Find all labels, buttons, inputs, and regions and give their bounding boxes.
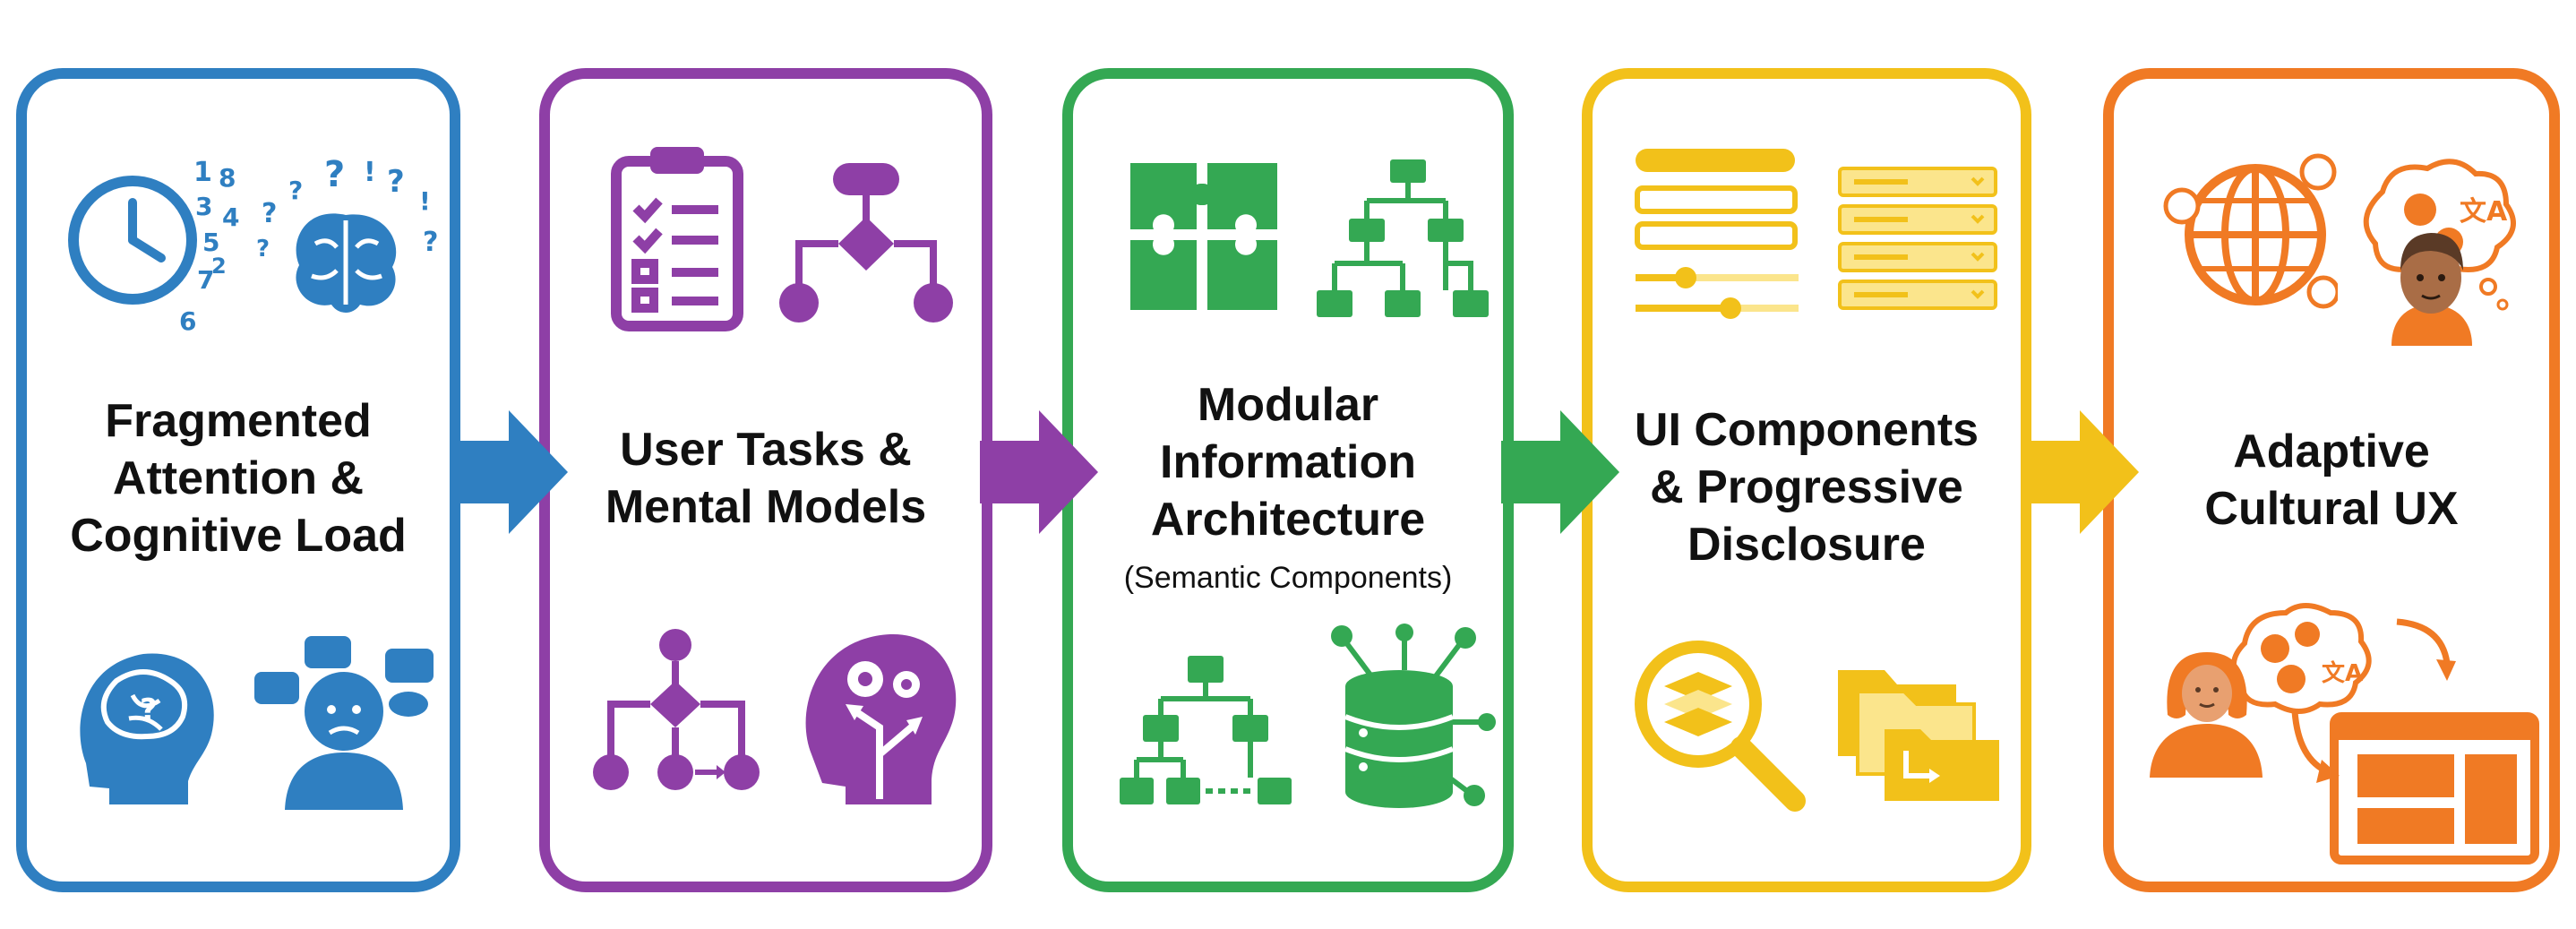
title-line: Disclosure <box>1687 519 1926 571</box>
svg-text:6: 6 <box>179 306 196 331</box>
title-line: UI Components <box>1634 404 1979 456</box>
title-line: Cultural UX <box>2204 483 2459 535</box>
branch-flow-icon <box>593 629 760 790</box>
svg-text:文A: 文A <box>2460 196 2508 228</box>
svg-text:3: 3 <box>195 192 212 221</box>
title-line: User Tasks & <box>620 424 912 476</box>
title-line: & Progressive <box>1650 461 1963 513</box>
svg-text:!: ! <box>364 157 376 188</box>
title-line: Architecture <box>1150 494 1426 546</box>
magnifier-layers-icon <box>1635 641 1806 812</box>
sitemap-icon <box>1120 656 1292 804</box>
confused-person-speech-icon <box>254 636 434 810</box>
svg-text:文A: 文A <box>2322 659 2363 687</box>
svg-text:?: ? <box>140 692 158 728</box>
person-thinking-languages-icon: 文A <box>2363 159 2516 346</box>
brain-head-icon: ? <box>80 653 214 804</box>
clipboard-checklist-icon <box>611 147 743 331</box>
svg-text:?: ? <box>387 164 405 200</box>
flow-arrow-icon <box>2396 618 2456 681</box>
brain-question-marks-icon: ?? ?! ?! ?? <box>256 154 438 313</box>
flowchart-icon <box>779 163 953 323</box>
web-layout-icon <box>2330 712 2539 864</box>
arrow-right-icon <box>1501 410 1619 534</box>
svg-text:1: 1 <box>193 157 212 188</box>
puzzle-pieces-icon <box>1130 163 1277 310</box>
title-line: Adaptive <box>2233 426 2430 477</box>
arrow-right-icon <box>2021 410 2139 534</box>
title-line: Modular <box>1197 379 1379 431</box>
folder-stack-icon <box>1838 670 1999 801</box>
stage-card-3: Modular Information Architecture (Semant… <box>1062 68 1514 892</box>
stage-title: User Tasks & Mental Models <box>550 421 982 536</box>
flow-arrow-icon <box>2291 710 2340 783</box>
hierarchy-tree-icon <box>1317 159 1489 317</box>
arrow-right-icon <box>450 410 568 534</box>
svg-text:?: ? <box>256 236 270 262</box>
database-network-icon <box>1331 624 1496 808</box>
svg-text:?: ? <box>288 176 303 205</box>
stage-subtitle: (Semantic Components) <box>1123 561 1453 595</box>
svg-text:8: 8 <box>219 163 236 193</box>
head-gears-icon <box>805 633 957 804</box>
arrow-right-icon <box>980 410 1098 534</box>
title-line: Attention & <box>112 452 365 504</box>
stage-card-5: 文A Adaptive Cultural UX 文A <box>2103 68 2560 892</box>
globe-icon <box>2163 153 2338 309</box>
stage-card-4: UI Components & Progressive Disclosure <box>1582 68 2031 892</box>
stage-card-2: User Tasks & Mental Models <box>539 68 992 892</box>
stage-title: Fragmented Attention & Cognitive Load <box>27 392 450 564</box>
stage-title: Modular Information Architecture <box>1073 376 1503 548</box>
svg-text:7: 7 <box>197 265 214 295</box>
title-line: Cognitive Load <box>70 510 407 562</box>
form-sliders-icon <box>1635 149 1799 319</box>
svg-text:?: ? <box>324 154 345 195</box>
title-line: Fragmented <box>105 395 372 447</box>
stage-title: Adaptive Cultural UX <box>2114 423 2549 538</box>
svg-text:2: 2 <box>211 254 227 279</box>
title-line: Mental Models <box>605 481 927 533</box>
title-line: Information <box>1160 436 1416 488</box>
woman-translation-icon: 文A <box>2150 603 2372 778</box>
svg-text:!: ! <box>419 186 431 216</box>
svg-text:?: ? <box>262 198 277 229</box>
svg-text:?: ? <box>423 227 438 258</box>
svg-text:4: 4 <box>222 202 239 232</box>
accordion-list-icon <box>1838 167 1997 310</box>
stage-title: UI Components & Progressive Disclosure <box>1593 401 2021 573</box>
svg-text:5: 5 <box>202 228 219 257</box>
